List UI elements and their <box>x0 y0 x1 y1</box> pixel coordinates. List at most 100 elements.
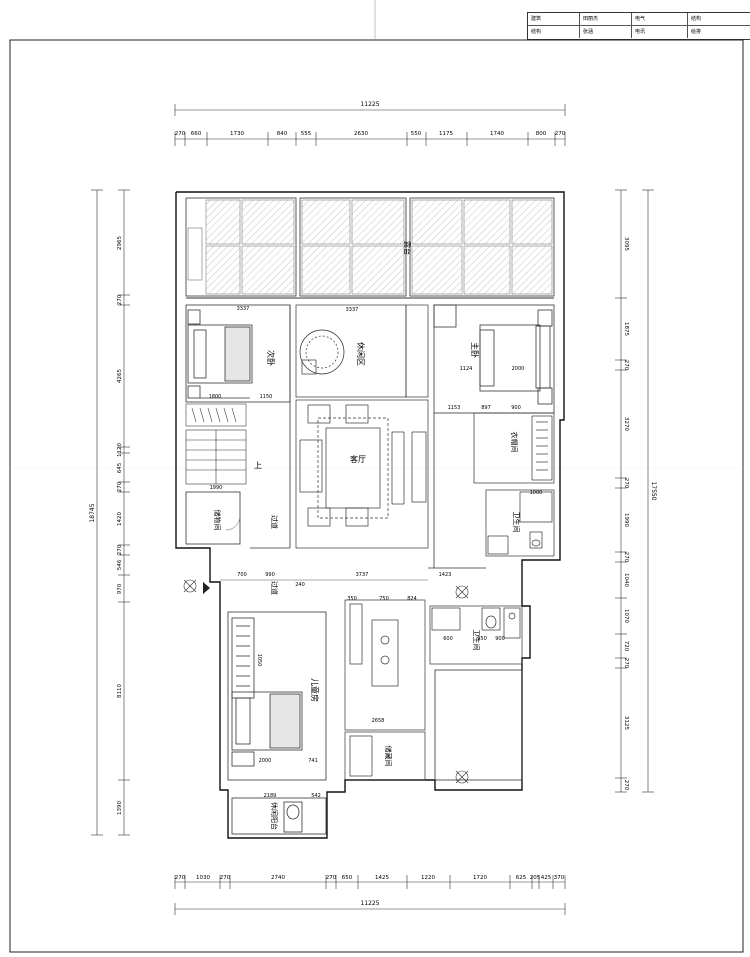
lower-right-room <box>434 669 523 781</box>
room-label-master-bath: 卫生间 <box>512 512 521 533</box>
inner-dim: 3337 <box>237 306 250 312</box>
room-label-corridor-2: 过道 <box>270 581 279 595</box>
bathroom-2 <box>429 605 523 665</box>
living-room <box>295 399 429 549</box>
left-segment-labels: 2965 270 4265 1120 645 270 1420 270 546 … <box>117 236 123 815</box>
inner-dim: 990 <box>265 572 275 578</box>
leisure-balcony <box>231 797 327 835</box>
dim-top-9: 800 <box>536 131 547 137</box>
right-dimension <box>615 189 654 793</box>
inner-dim: 3337 <box>346 307 359 313</box>
dim-left-1: 270 <box>117 294 123 305</box>
title-cell: 给排 <box>691 29 702 35</box>
terrace-area <box>185 197 555 299</box>
inner-dim: 2000 <box>512 366 525 372</box>
master-bedroom <box>433 304 555 414</box>
plant-icon <box>183 579 197 593</box>
dim-right-3: 3270 <box>623 417 629 431</box>
dim-bot-7: 1220 <box>421 875 435 881</box>
dim-top-0: 270 <box>175 131 186 137</box>
room-label-balcony: 休闲阳台 <box>270 802 279 830</box>
dim-left-4: 645 <box>117 462 123 473</box>
inner-dim: 3737 <box>356 572 369 578</box>
drawing-frame <box>9 39 744 953</box>
dim-left-3: 1120 <box>117 443 123 457</box>
room-label-leisure: 休闲区 <box>356 342 366 366</box>
dim-left-5: 270 <box>117 481 123 492</box>
dim-bot-4: 270 <box>326 875 337 881</box>
total-width-bottom: 11225 <box>360 900 379 907</box>
right-segment-labels: 3095 1875 270 3270 270 1990 270 1040 107… <box>623 237 629 791</box>
room-label-bath-2: 卫生间 <box>472 630 481 651</box>
dim-bot-9: 625 <box>516 875 527 881</box>
dim-right-1: 1875 <box>623 322 629 336</box>
inner-dim: 1800 <box>209 394 222 400</box>
room-label-storage: 储物间 <box>213 510 222 531</box>
top-dimension <box>174 104 566 146</box>
stair <box>185 429 247 485</box>
bottom-dimension <box>174 875 566 915</box>
dim-right-5: 1990 <box>623 513 629 527</box>
inner-dim: 600 <box>443 636 453 642</box>
title-cell: 电气 <box>632 13 688 25</box>
dim-bot-1: 1030 <box>196 875 210 881</box>
inner-dim: 700 <box>237 572 247 578</box>
second-bedroom <box>185 304 291 403</box>
inner-dim: 750 <box>379 596 389 602</box>
plant-icon <box>455 585 469 784</box>
title-cell: 田丽杰 <box>580 13 632 25</box>
master-bathroom <box>485 489 555 557</box>
title-cell: 建筑 <box>528 13 580 25</box>
inner-dim: 1423 <box>439 572 452 578</box>
top-segment-labels: 270 660 1730 840 555 2630 550 1175 1740 … <box>175 131 566 137</box>
dim-bot-0: 270 <box>175 875 186 881</box>
dim-right-9: 720 <box>623 641 629 652</box>
room-label-utility: 储藏间 <box>384 746 393 767</box>
dim-bot-5: 650 <box>342 875 353 881</box>
entrance-arrow-icon <box>203 582 210 594</box>
room-label-terrace: 露台 <box>403 241 412 255</box>
inner-dim: 350 <box>347 596 357 602</box>
room-label-corridor: 过道 <box>270 515 279 529</box>
inner-dim: 350 <box>477 636 487 642</box>
dim-left-11: 1390 <box>117 801 123 815</box>
dim-top-8: 1740 <box>490 131 504 137</box>
dim-bot-2: 270 <box>220 875 231 881</box>
dim-top-6: 550 <box>411 131 422 137</box>
dim-right-4: 270 <box>623 478 629 489</box>
dim-top-1: 660 <box>191 131 202 137</box>
dim-top-2: 1730 <box>230 131 244 137</box>
dim-bot-8: 1720 <box>473 875 487 881</box>
room-label-master: 主卧 <box>470 342 480 358</box>
inner-dim: 240 <box>295 582 305 588</box>
dim-right-7: 1040 <box>623 573 629 587</box>
inner-dim: 2658 <box>372 718 385 724</box>
room-label-closet: 衣帽间 <box>510 432 519 453</box>
inner-dim: 1150 <box>260 394 273 400</box>
dim-right-8: 1070 <box>623 609 629 623</box>
room-label-living: 客厅 <box>350 454 366 464</box>
inner-dim: 1050 <box>256 654 262 667</box>
dim-left-0: 2965 <box>117 236 123 250</box>
title-cell: 张涵 <box>580 26 632 38</box>
inner-dim: 900 <box>511 405 521 411</box>
dim-top-3: 840 <box>277 131 288 137</box>
room-label-second-bedroom: 次卧 <box>266 350 276 366</box>
storage-room <box>185 491 241 545</box>
inner-dim: 1153 <box>448 405 461 411</box>
study-area <box>344 599 426 731</box>
inner-dim: 900 <box>495 636 505 642</box>
dim-right-10: 270 <box>623 658 629 669</box>
dim-bot-6: 1425 <box>375 875 389 881</box>
dim-left-2: 4265 <box>117 369 123 383</box>
closet-room <box>473 412 555 484</box>
total-height-left: 18745 <box>89 503 96 522</box>
inner-dim: 1124 <box>460 366 473 372</box>
dim-right-11: 3125 <box>623 716 629 730</box>
stair-up-label: 上 <box>254 461 262 470</box>
wardrobe-hangers <box>185 403 247 427</box>
dim-right-0: 3095 <box>623 237 629 251</box>
kids-room <box>227 611 327 781</box>
